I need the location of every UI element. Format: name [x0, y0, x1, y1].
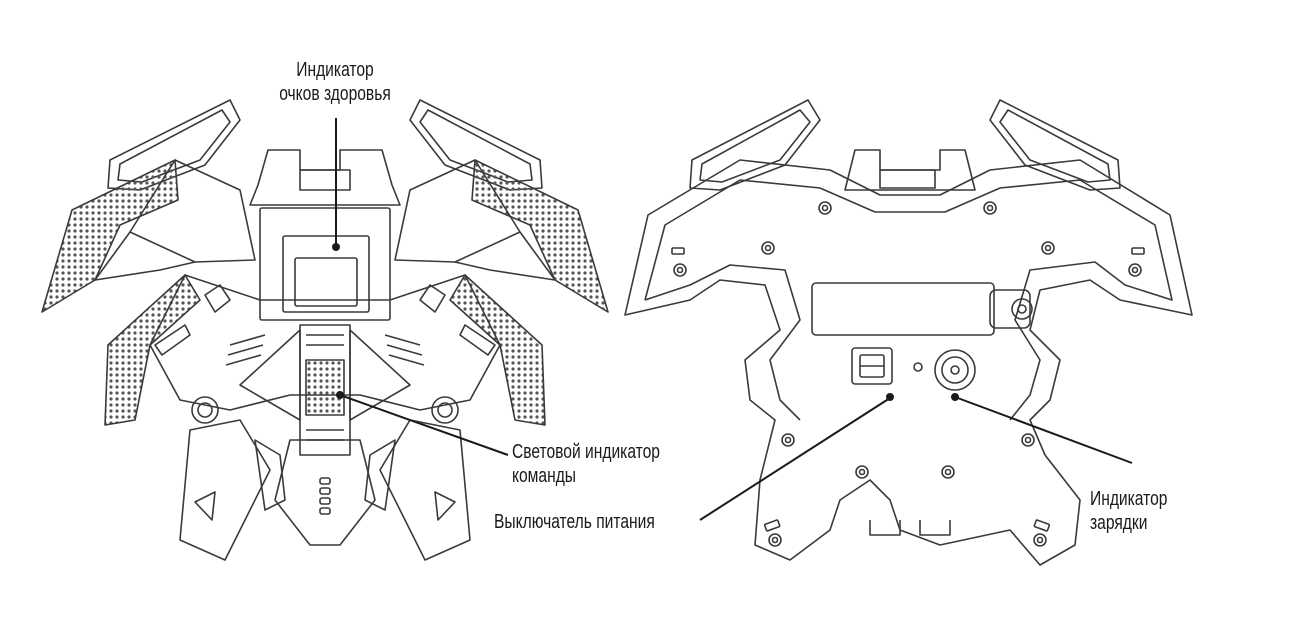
front-left-leg [179, 419, 271, 561]
back-shell [624, 159, 1193, 566]
charge-indicator [934, 349, 976, 391]
label-command-light: Световой индикатор команды [512, 440, 660, 488]
label-health-line2: очков здоровья [279, 83, 391, 105]
label-command-line1: Световой индикатор [512, 441, 660, 463]
label-command-line2: команды [512, 465, 577, 487]
power-switch [851, 347, 893, 385]
leader-power [699, 397, 891, 521]
health-indicator-screen [294, 257, 358, 307]
front-left-grille-lower [104, 274, 201, 426]
leader-lines [332, 118, 1133, 521]
front-head [249, 149, 401, 206]
leader-command [339, 394, 509, 456]
label-charge-line1: Индикатор [1090, 488, 1168, 510]
front-tail [274, 439, 376, 546]
label-charge-line2: зарядки [1090, 512, 1148, 534]
front-left-knob [191, 396, 219, 424]
label-power-switch: Выключатель питания [494, 511, 655, 533]
health-indicator-housing [259, 207, 391, 321]
robot-front-view [41, 99, 609, 561]
leader-charge [954, 396, 1133, 464]
back-left-upper-wing [689, 99, 821, 191]
front-right-grille-lower [449, 274, 546, 426]
label-health-line1: Индикатор [296, 59, 374, 81]
label-charge-indicator: Индикатор зарядки [1090, 487, 1167, 535]
front-right-leg [379, 419, 471, 561]
battery-compartment [811, 282, 995, 336]
front-right-knob [431, 396, 459, 424]
command-light-grille [305, 359, 345, 416]
back-right-upper-wing [989, 99, 1121, 191]
robot-back-view [624, 99, 1193, 566]
label-health-indicator: Индикатор очков здоровья [273, 58, 398, 106]
front-right-grille-upper [471, 159, 609, 313]
front-left-grille-upper [41, 159, 179, 313]
